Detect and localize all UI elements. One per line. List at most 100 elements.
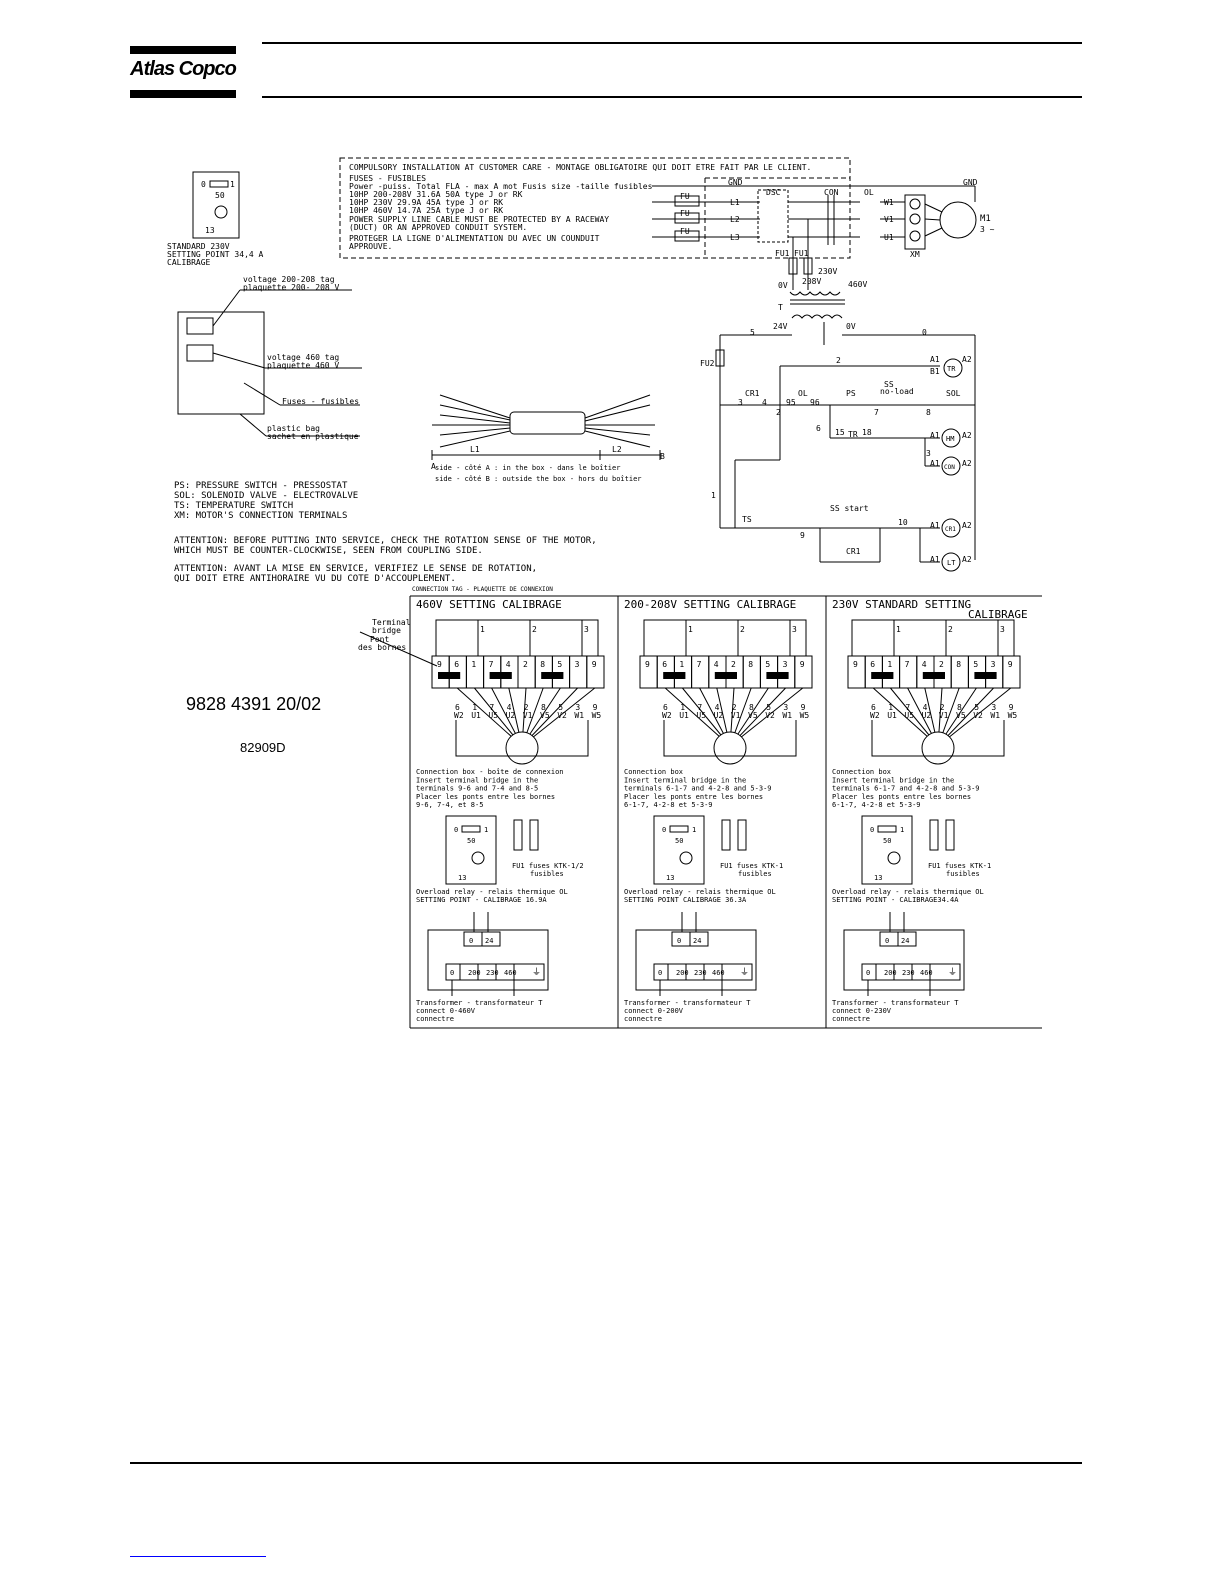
v24-label: 24V: [773, 322, 788, 331]
transformer-terminal: 24: [485, 937, 493, 945]
wire-7: 7: [874, 408, 879, 417]
wire-number: 8: [541, 703, 546, 712]
relay-standard-text: CALIBRAGE: [167, 258, 211, 267]
atlas-copco-logo: Atlas Copco: [130, 58, 237, 80]
phase-number: 1: [480, 625, 485, 634]
cable-l1: L1: [470, 445, 480, 454]
contact-96: 96: [810, 398, 820, 407]
connection-text: terminals 6-1-7 and 4-2-8 and 5-3-9: [832, 785, 980, 793]
wire-label: U2: [506, 711, 516, 720]
u1-label: U1: [884, 233, 894, 242]
a2-label: A2: [962, 521, 972, 530]
terminal-number: 4: [922, 660, 927, 669]
relay-standard-text: SETTING POINT 34,4 A: [167, 250, 264, 259]
wire-label: U5: [488, 711, 498, 720]
fu2-label: FU2: [700, 359, 715, 368]
overload-relay-box: [653, 815, 705, 885]
terminal-bridge: [922, 672, 945, 679]
wire-number: 2: [732, 703, 737, 712]
connection-text: terminals 9-6 and 7-4 and 8-5: [416, 785, 538, 793]
relay-thirteen: 13: [205, 226, 215, 235]
fuse-symbol: [721, 819, 731, 851]
wire-number: 6: [663, 703, 668, 712]
tr-coil-label: TR: [947, 365, 956, 373]
wire-label: V1: [731, 711, 741, 720]
terminal-bridge-label: bridge: [372, 626, 401, 635]
wire-9: 9: [800, 531, 805, 540]
transformer-terminal: 200: [468, 969, 481, 977]
relay-thirteen: 13: [874, 874, 882, 882]
compulsory-line: POWER SUPPLY LINE CABLE MUST BE PROTECTE…: [349, 215, 609, 224]
phase-number: 2: [532, 625, 537, 634]
ground-icon: ⏚: [948, 967, 957, 978]
wire-label: V5: [748, 711, 758, 720]
wire-number: 4: [715, 703, 720, 712]
wire-number: 7: [905, 703, 910, 712]
relay-one: 1: [230, 180, 235, 189]
terminal-number: 1: [887, 660, 892, 669]
fu1-label: FU1: [775, 249, 790, 258]
wire-1: 1: [711, 491, 716, 500]
panel-title: CALIBRAGE: [968, 608, 1028, 621]
v1-label: V1: [884, 215, 894, 224]
fuse-symbol: [929, 819, 939, 851]
wire-3b: 3: [926, 449, 931, 458]
w1-label: W1: [884, 198, 894, 207]
compulsory-line: 10HP 230V 29.9A 45A type J or RK: [349, 198, 503, 207]
overload-relay-box: [445, 815, 497, 885]
terminal-number: 9: [800, 660, 805, 669]
terminal-number: 2: [523, 660, 528, 669]
wire-number: 9: [801, 703, 806, 712]
con-coil-label: CON: [944, 464, 955, 471]
wire-number: 6: [455, 703, 460, 712]
noload-label: no-load: [880, 387, 914, 396]
attention-line: WHICH MUST BE COUNTER-CLOCKWISE, SEEN FR…: [174, 546, 483, 556]
transformer-text: connect 0-460V: [416, 1007, 476, 1015]
terminal-number: 4: [714, 660, 719, 669]
terminal-number: 8: [540, 660, 545, 669]
transformer-text: connectre: [832, 1015, 870, 1023]
relay-fifty: 50: [467, 837, 475, 845]
terminal-bridge-label: Terminal: [372, 618, 411, 627]
b1-label: B1: [930, 367, 940, 376]
cr1-coil-label: CR1: [945, 526, 956, 533]
terminal-cell: [1002, 655, 1021, 689]
terminal-number: 7: [905, 660, 910, 669]
wire-label: U1: [679, 711, 689, 720]
transformer-terminal: 460: [504, 969, 517, 977]
cable-side-a: side - côté A : in the box - dans le boî…: [435, 464, 620, 472]
relay-fifty: 50: [883, 837, 891, 845]
terminal-number: 3: [991, 660, 996, 669]
fu1-label: FU1: [794, 249, 809, 258]
tag200-label: voltage 200-208 tag: [243, 275, 335, 284]
wire-5: 5: [750, 328, 755, 337]
connection-text: Placer les ponts entre les bornes: [624, 793, 763, 801]
fu-label: FU: [680, 227, 690, 236]
dsc-label: DSC: [766, 188, 781, 197]
terminal-number: 3: [783, 660, 788, 669]
panel-frame-top: [851, 619, 1015, 656]
wire-4: 4: [762, 398, 767, 407]
gnd-label: GND: [963, 178, 978, 187]
a1-label: A1: [930, 555, 940, 564]
fuse-symbol: [513, 819, 523, 851]
terminal-number: 7: [489, 660, 494, 669]
terminal-number: 9: [592, 660, 597, 669]
wire-label: W2: [870, 711, 880, 720]
logo-top-bar: [130, 46, 236, 54]
phase-number: 2: [948, 625, 953, 634]
phase-number: 3: [1000, 625, 1005, 634]
legend-line: SOL: SOLENOID VALVE - ELECTROVALVE: [174, 491, 358, 501]
terminal-bridge: [541, 672, 564, 679]
connection-text: Connection box - boîte de connexion: [416, 768, 564, 776]
wire-number: 9: [593, 703, 598, 712]
transformer-terminal: 0: [866, 969, 870, 977]
transformer-terminal: 230: [694, 969, 707, 977]
ps-label: PS: [846, 389, 856, 398]
overload-text: SETTING POINT - CALIBRAGE34.4A: [832, 896, 959, 904]
transformer-text: connectre: [624, 1015, 662, 1023]
connection-text: Insert terminal bridge in the: [416, 776, 538, 784]
connection-text: Connection box: [624, 768, 683, 776]
phase-number: 3: [584, 625, 589, 634]
